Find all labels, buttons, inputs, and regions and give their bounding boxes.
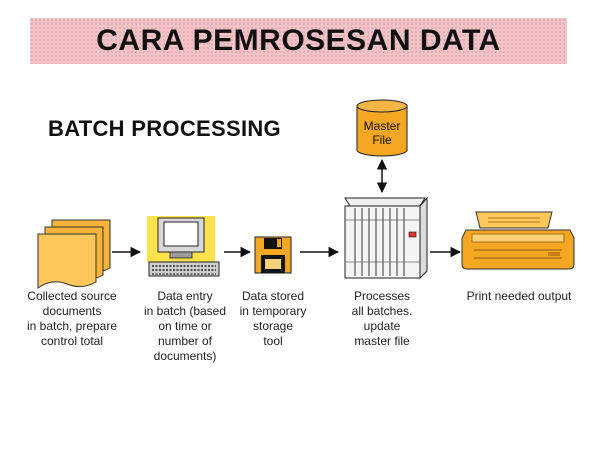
documents-icon (37, 219, 111, 289)
title-banner: CARA PEMROSESAN DATA (30, 18, 567, 64)
diagram-subtitle: BATCH PROCESSING (48, 116, 281, 141)
step-caption-storage: Data stored in temporary storage tool (239, 289, 307, 348)
step-caption-entry: Data entry in batch (based on time or nu… (143, 289, 227, 363)
step-caption-process: Processes all batches. update master fil… (351, 289, 413, 348)
computer-terminal-icon (147, 216, 220, 277)
step-caption-collect: Collected source documents in batch, pre… (26, 289, 118, 348)
server-cabinet-icon (344, 196, 428, 280)
master-file-label: Master File (363, 119, 401, 147)
printer-icon (461, 211, 575, 270)
floppy-disk-icon (254, 236, 292, 274)
master-file-icon (356, 99, 408, 157)
step-caption-print: Print needed output (466, 289, 572, 303)
page-title: CARA PEMROSESAN DATA (96, 24, 501, 57)
